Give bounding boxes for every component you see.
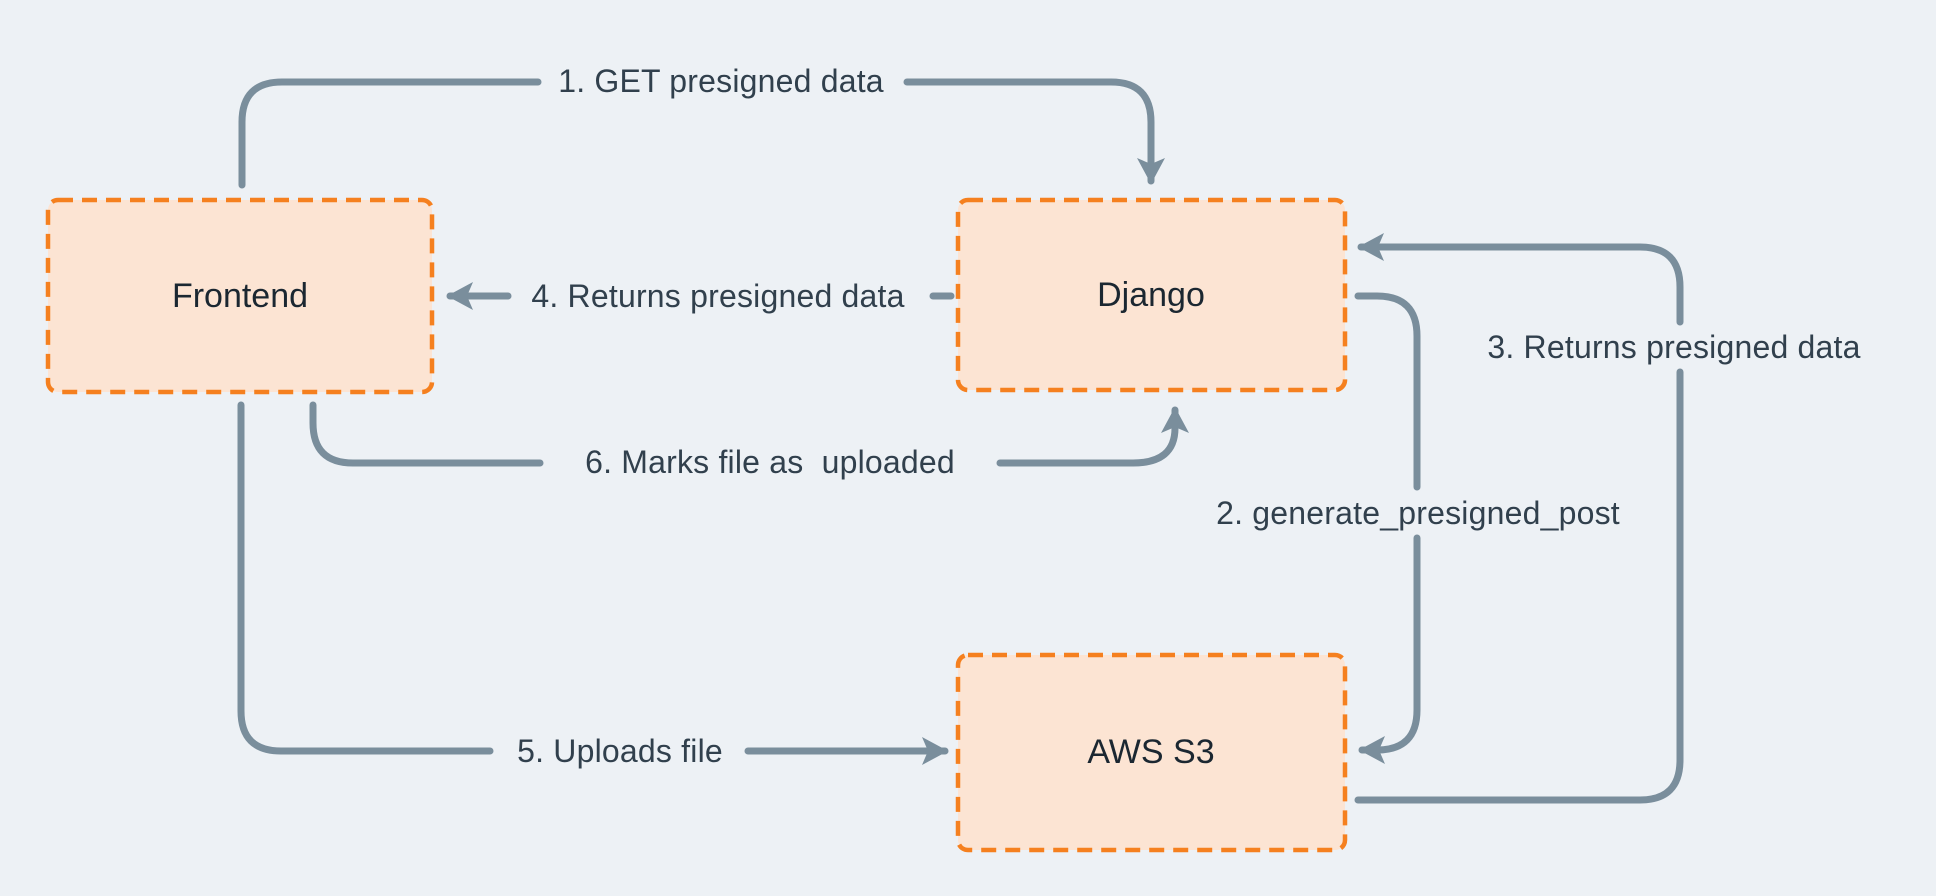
django-node-label: Django	[1097, 276, 1205, 314]
arrow-3-returns-presigned-data-lower	[1354, 368, 1684, 804]
django-node-box	[955, 197, 1348, 393]
arrow-1-get-presigned-data-left	[238, 78, 542, 189]
edge-label-6-marks-file-uploaded: 6. Marks file as uploaded	[585, 444, 955, 480]
arrow-1-get-presigned-data-right	[903, 78, 1165, 185]
edge-label-1-get-presigned-data: 1. GET presigned data	[558, 63, 884, 99]
arrow-2-generate-presigned-post-lower	[1358, 534, 1421, 764]
frontend-node-label: Frontend	[171, 277, 309, 315]
aws-s3-node-box	[955, 652, 1348, 853]
aws-s3-node-label: AWS S3	[1087, 733, 1215, 771]
edge-label-2-generate-presigned-post: 2. generate_presigned_post	[1216, 495, 1620, 531]
arrow-6-marks-file-uploaded-right	[996, 406, 1189, 467]
arrow-6-marks-file-uploaded-left	[309, 401, 544, 467]
edge-label-5-uploads-file: 5. Uploads file	[517, 733, 723, 769]
arrow-3-returns-presigned-data-upper	[1357, 233, 1684, 326]
frontend-node-box	[45, 197, 435, 395]
edge-label-4-returns-presigned-data: 4. Returns presigned data	[531, 278, 905, 314]
arrow-2-generate-presigned-post-upper	[1354, 292, 1421, 491]
edge-label-3-returns-presigned-data: 3. Returns presigned data	[1487, 329, 1861, 365]
arrow-5-uploads-file-left	[237, 401, 494, 755]
